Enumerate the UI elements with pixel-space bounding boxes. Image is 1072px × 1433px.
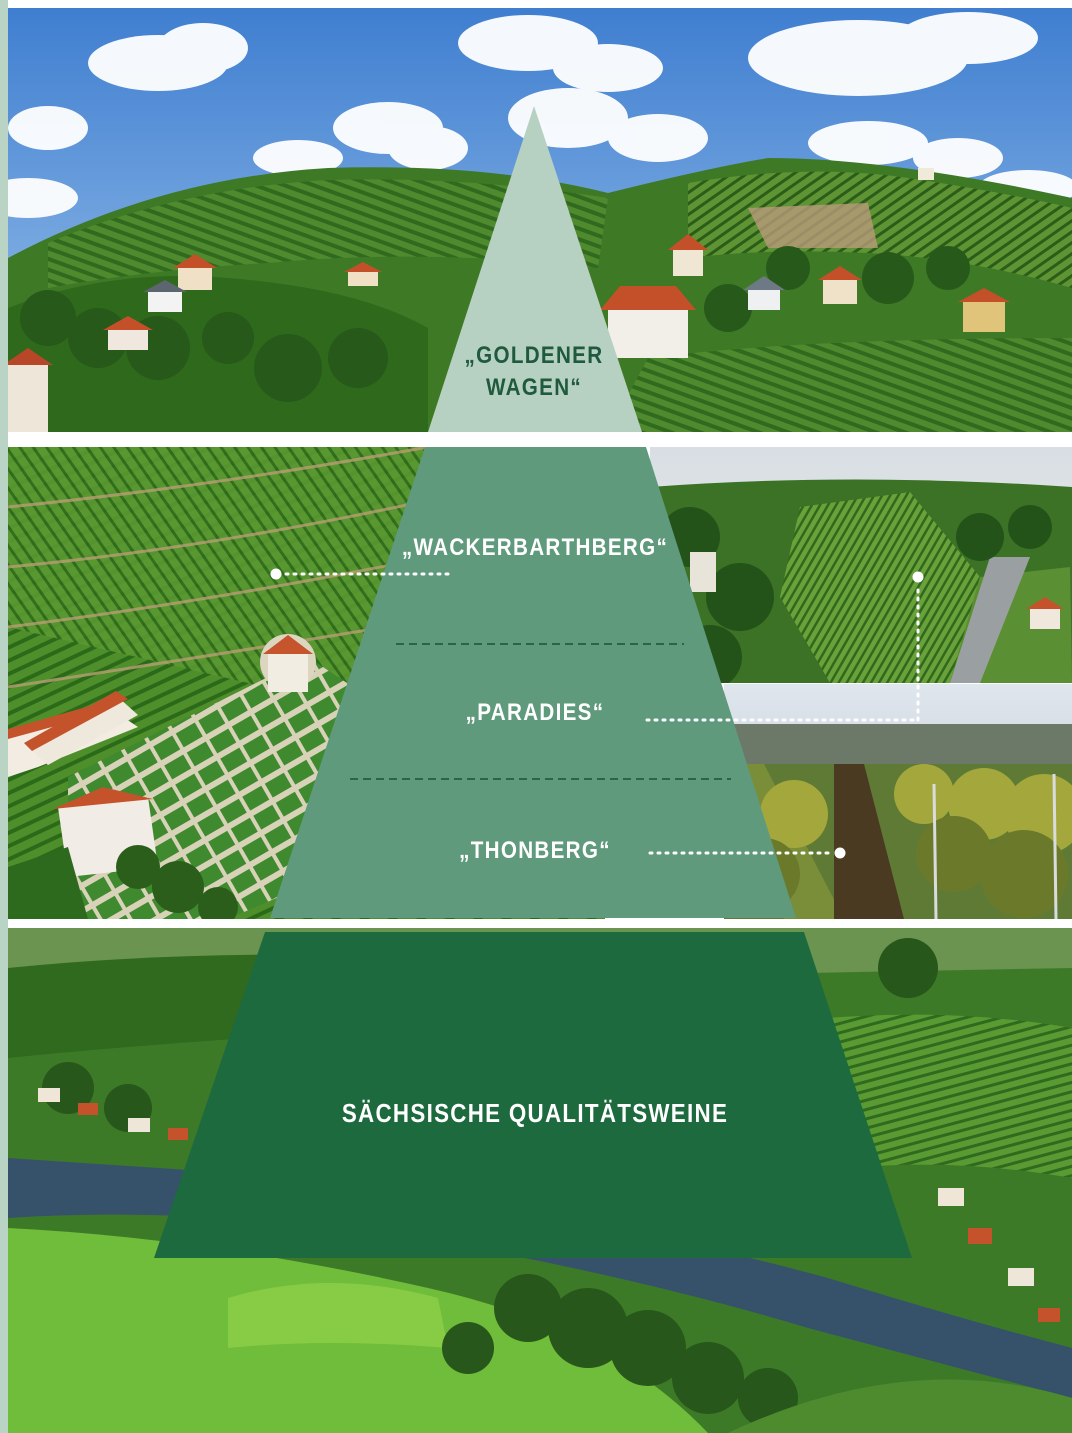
connector-dot-paradies: [912, 571, 924, 583]
pyramid-tier-goldener-wagen: [428, 106, 642, 432]
pyramid-tier-base: [154, 932, 912, 1258]
tier-label-goldener-wagen-line-2: WAGEN“: [485, 374, 583, 401]
connector-dot-wackerbarthberg: [270, 568, 282, 580]
tier-label-saechsische-qualitaetsweine: SÄCHSISCHE QUALITÄTSWEINE: [341, 1098, 729, 1128]
tier-label-thonberg: „THONBERG“: [459, 837, 611, 864]
vineyard-slope-photo: [650, 447, 1072, 683]
tier-label-paradies: „PARADIES“: [465, 699, 605, 726]
connector-dot-thonberg: [834, 847, 846, 859]
tier-label-goldener-wagen: „GOLDENER WAGEN“: [448, 340, 620, 404]
tier-label-goldener-wagen-line-1: „GOLDENER: [464, 342, 604, 369]
tier-label-wackerbarthberg: „WACKERBARTHBERG“: [401, 534, 669, 561]
pyramid-tier-middle: [270, 447, 796, 918]
page-edge-strip: [0, 0, 8, 1433]
